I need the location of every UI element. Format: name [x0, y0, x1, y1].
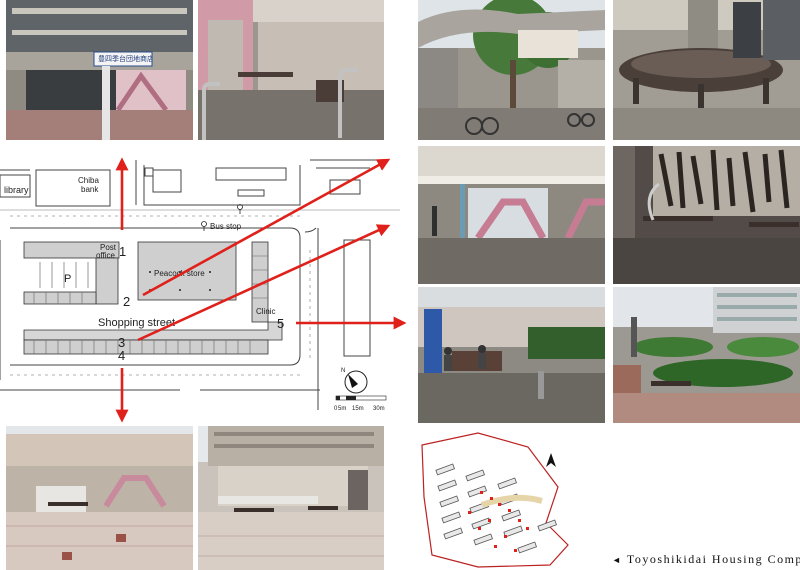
photo-canopy-tree-bicycles	[418, 0, 605, 140]
arrow-marker-2-to-top-right	[142, 158, 391, 297]
bus-stop-pole-icon	[237, 204, 243, 214]
caption-arrow-icon: ◄	[612, 555, 621, 565]
photo-shop-entrance-sign: 豊四季台団地商店街	[6, 0, 193, 140]
marker-5: 5	[277, 316, 284, 331]
photo-colonnade-arches	[418, 146, 605, 284]
arrow-marker-3-to-middle-right	[137, 224, 391, 342]
caption-text: Toyoshikidai Housing Complex	[626, 552, 800, 566]
photo-courtyard-planters	[418, 287, 605, 423]
photo-round-tree-bench	[613, 0, 800, 140]
marker-2: 2	[123, 294, 130, 309]
label-post-office-line1: Post	[100, 243, 117, 252]
photo-mural-benches	[613, 146, 800, 284]
north-label: N	[341, 368, 345, 374]
photo-plaza-buildings	[198, 426, 384, 570]
label-parking: P	[64, 273, 71, 285]
marker-3: 3	[118, 335, 125, 350]
scale-tick-15m: 15m	[352, 406, 364, 412]
label-chiba-bank-line2: bank	[81, 185, 99, 194]
label-shopping-street: Shopping street	[98, 317, 175, 329]
photo-covered-seating	[198, 0, 384, 140]
site-plan-north-icon	[546, 453, 556, 467]
caption: ◄ Toyoshikidai Housing Complex	[612, 552, 800, 567]
photo-sign-text: 豊四季台団地商店街	[98, 55, 152, 63]
label-chiba-bank-line1: Chiba	[78, 176, 99, 185]
bus-stop-icon	[201, 221, 207, 231]
site-plan-thumbnail	[418, 427, 605, 570]
label-clinic: Clinic	[256, 307, 276, 316]
scale-bar	[335, 395, 387, 401]
scale-tick-30m: 30m	[373, 406, 385, 412]
photo-green-hedges	[613, 287, 800, 423]
label-library: library	[4, 185, 29, 195]
scale-tick-0: 0	[334, 406, 338, 412]
label-post-office-line2: office	[96, 251, 116, 260]
label-bus-stop: Bus stop	[210, 222, 242, 231]
scale-tick-5m: 5m	[338, 406, 346, 412]
north-arrow-icon	[344, 370, 368, 394]
marker-4: 4	[118, 348, 125, 363]
marker-1: 1	[119, 244, 126, 259]
photo-plaza-entrance	[6, 426, 193, 570]
